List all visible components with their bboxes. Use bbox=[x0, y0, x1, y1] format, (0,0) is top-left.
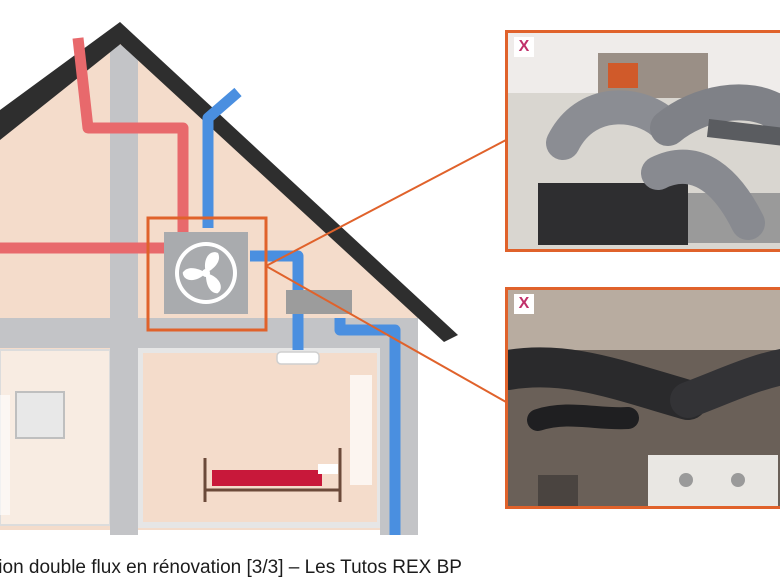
roof-right bbox=[118, 22, 458, 342]
close-icon[interactable]: X bbox=[514, 37, 534, 57]
roof-left bbox=[0, 22, 128, 140]
video-title: ilation double flux en rénovation [3/3] … bbox=[0, 557, 462, 578]
ceiling-vent bbox=[276, 351, 320, 365]
house-illustration bbox=[0, 22, 507, 535]
unit-highlight bbox=[146, 216, 268, 332]
stale-air-duct bbox=[0, 37, 189, 254]
fresh-air-duct-wall bbox=[334, 318, 401, 535]
fan-icon bbox=[175, 242, 237, 304]
distribution-box bbox=[286, 290, 352, 314]
central-wall bbox=[110, 45, 138, 535]
door bbox=[350, 375, 372, 485]
leader-line-top bbox=[265, 139, 507, 267]
leader-line-bottom bbox=[265, 265, 507, 403]
window bbox=[15, 391, 65, 439]
close-icon[interactable]: X bbox=[514, 294, 534, 314]
ventilation-diagram: X X bbox=[0, 22, 780, 535]
photo-ceiling-ducts: X bbox=[505, 287, 780, 509]
bed bbox=[203, 448, 342, 502]
fresh-air-duct-roof bbox=[202, 87, 242, 228]
bedroom bbox=[137, 347, 383, 528]
photo-attic-unit: X bbox=[505, 30, 780, 252]
